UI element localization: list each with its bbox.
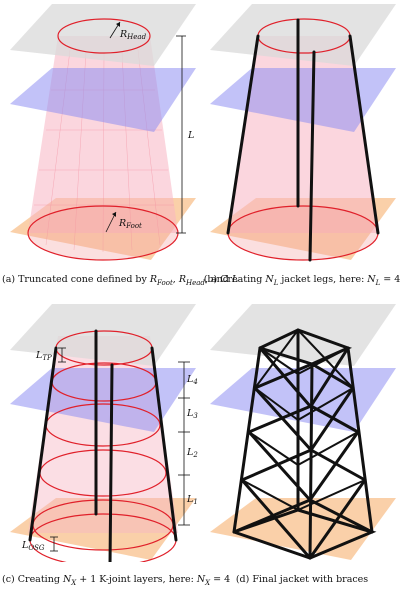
brace [254, 329, 299, 389]
panel-k-joint-layers: L4 L3 L2 L1 LTP LOSG (c) Creating NX + 1… [2, 300, 230, 590]
leg [226, 34, 260, 235]
panel-jacket-legs: (b) Creating NL jacket legs, here: NL = … [204, 0, 400, 290]
l-osg-bracket [50, 536, 58, 552]
l-tp-bracket [58, 347, 66, 363]
bottom-plane [10, 498, 196, 560]
head-ring [57, 18, 151, 54]
mid-plane [10, 368, 196, 432]
panel-truncated-cone: RHead RFoot L (a) Truncated cone defined… [2, 0, 238, 290]
mid-plane [210, 68, 396, 132]
brace [254, 387, 299, 421]
brace [248, 431, 299, 466]
cone-diagram: RHead RFoot L [10, 4, 196, 261]
brace [232, 498, 312, 534]
brace [309, 346, 350, 408]
brace [297, 347, 349, 375]
leg [28, 346, 58, 542]
brace [310, 362, 355, 390]
foot-ring [227, 205, 379, 261]
brace [297, 479, 366, 511]
layer-dimension-lines [178, 361, 190, 526]
brace [297, 329, 354, 389]
r-foot-arrowhead [112, 212, 116, 217]
brace [247, 404, 313, 434]
brace [259, 347, 299, 375]
top-plane [10, 4, 196, 66]
jacket-legs [28, 329, 178, 562]
l-tp-label: LTP [35, 350, 52, 362]
brace [309, 404, 360, 434]
mid-plane [10, 68, 196, 132]
caption-d: (d) Final jacket with braces [235, 574, 369, 585]
l-osg-label: LOSG [21, 540, 45, 552]
r-head-label: RHead [119, 29, 147, 41]
brace [241, 479, 299, 511]
panel-final-jacket: (d) Final jacket with braces [206, 300, 398, 590]
leg [108, 363, 114, 562]
l4-label: L4 [186, 374, 198, 386]
bottom-plane [210, 498, 396, 560]
brace [308, 430, 360, 502]
jacket-diagram [210, 304, 396, 560]
top-plane [210, 4, 396, 66]
caption-b: (b) Creating NL jacket legs, here: NL = … [203, 274, 401, 287]
leg [232, 346, 262, 534]
l1-label: L1 [186, 494, 198, 506]
brace [253, 362, 314, 390]
brace [247, 430, 312, 502]
jacket-legs [226, 18, 380, 262]
leg [308, 362, 314, 560]
caption-a: (a) Truncated cone defined by RFoot, RHe… [2, 274, 239, 287]
jacket-structure [232, 328, 377, 560]
brace [308, 478, 367, 560]
leg [308, 50, 316, 262]
leg [346, 346, 374, 534]
layers-diagram: L4 L3 L2 L1 LTP LOSG [10, 304, 198, 562]
brace [297, 387, 354, 421]
l2-label: L2 [186, 447, 198, 459]
l3-label: L3 [186, 408, 198, 420]
r-head-arrowhead [116, 22, 120, 27]
r-foot-label: RFoot [118, 218, 142, 230]
legs-diagram [210, 4, 396, 262]
brace [240, 478, 312, 560]
brace [297, 431, 359, 466]
brace [240, 448, 313, 482]
brace [258, 346, 312, 408]
leg [348, 34, 380, 235]
caption-c: (c) Creating NX + 1 K-joint layers, here… [2, 574, 231, 587]
length-label: L [187, 130, 194, 141]
leg [150, 346, 178, 542]
brace [309, 448, 367, 482]
foot-ring [27, 205, 179, 261]
brace [308, 498, 374, 534]
